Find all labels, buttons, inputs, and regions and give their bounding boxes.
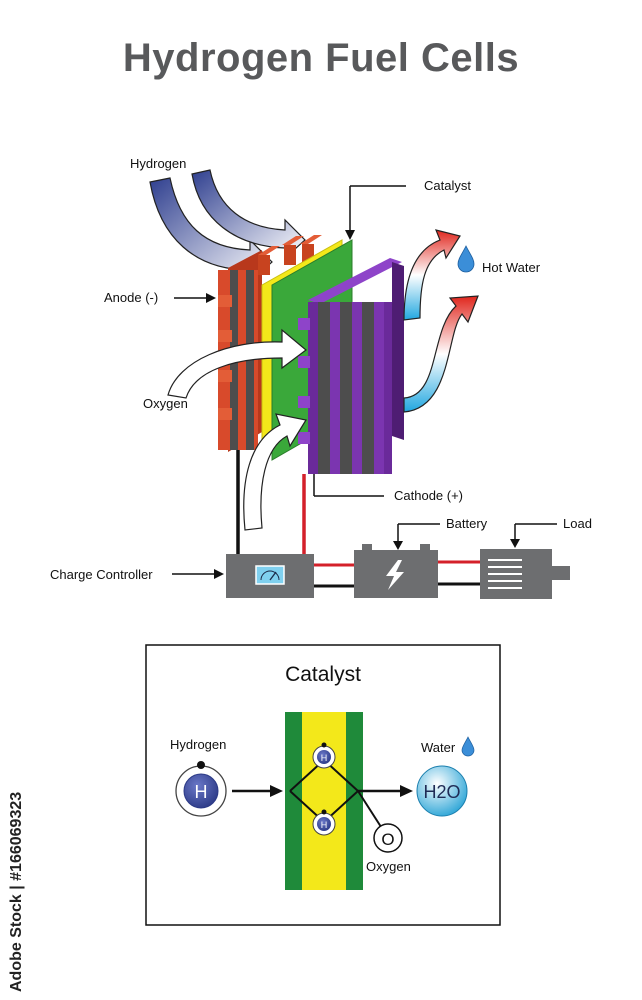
water-drop-icon — [457, 245, 475, 273]
inset-water-label: Water — [421, 740, 456, 755]
hot-water-outflow-arrows — [403, 229, 479, 413]
label-anode: Anode (-) — [104, 290, 158, 305]
label-hydrogen: Hydrogen — [130, 156, 186, 171]
label-oxygen: Oxygen — [143, 396, 188, 411]
inset-water-drop-icon — [461, 736, 475, 757]
oxygen-inflow-arrows — [167, 328, 307, 531]
inset-hydrogen-symbol: H — [195, 782, 208, 802]
circuit-wires — [236, 450, 482, 588]
inset-oxygen-symbol: O — [381, 830, 394, 849]
label-load: Load — [563, 516, 592, 531]
charge-controller — [226, 554, 314, 598]
load-motor — [480, 549, 570, 599]
label-battery: Battery — [446, 516, 488, 531]
label-catalyst: Catalyst — [424, 178, 471, 193]
watermark-text: Adobe Stock | #166069323 — [8, 791, 25, 992]
battery — [354, 544, 438, 598]
leader-lines — [172, 185, 557, 579]
inset-oxygen-label: Oxygen — [366, 859, 411, 874]
inset-hydrogen-label: Hydrogen — [170, 737, 226, 752]
hydrogen-inflow-arrows — [149, 169, 306, 284]
label-hot-water: Hot Water — [482, 260, 541, 275]
inset-title: Catalyst — [285, 663, 361, 686]
stock-watermark: Adobe Stock | #166069323 — [6, 762, 28, 992]
label-charge-controller: Charge Controller — [50, 567, 153, 582]
cathode-plate — [298, 258, 404, 474]
inset-water-symbol: H2O — [423, 782, 460, 802]
catalyst-inset: Catalyst H Hydrogen H H O Oxygen H2 — [145, 644, 501, 926]
label-cathode: Cathode (+) — [394, 488, 463, 503]
inset-bound-atom-top: H — [321, 753, 328, 763]
page-title: Hydrogen Fuel Cells — [122, 36, 520, 80]
inset-bound-atom-bottom: H — [321, 820, 328, 830]
